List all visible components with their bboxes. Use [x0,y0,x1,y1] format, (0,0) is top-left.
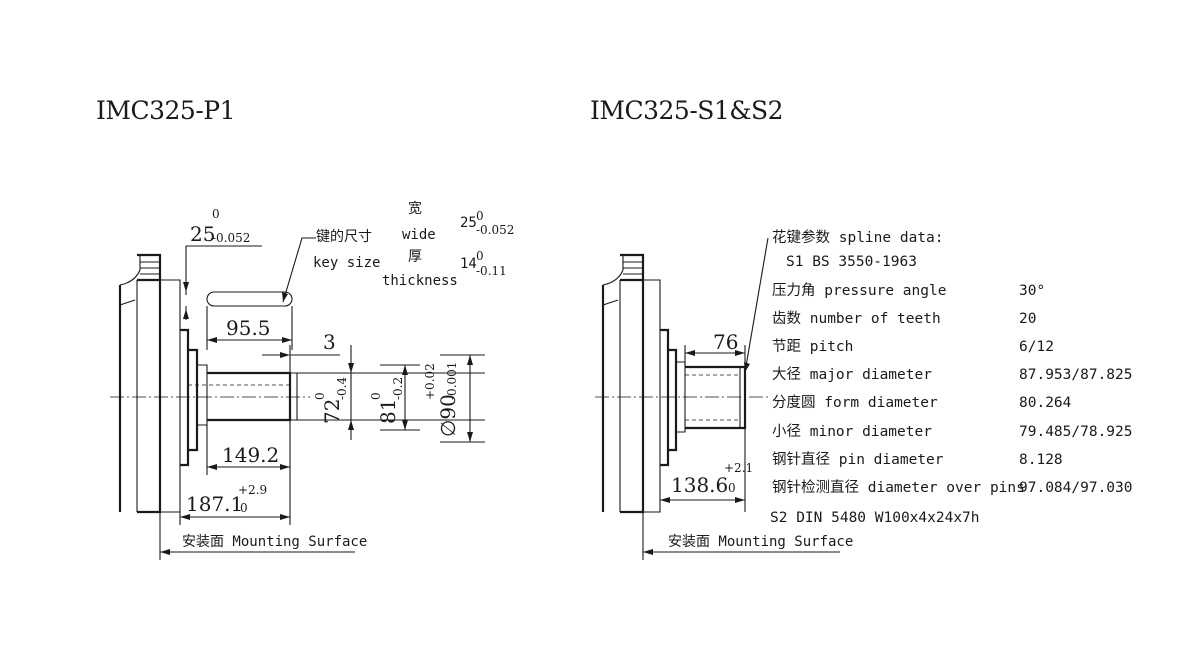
spec-label: 小径 minor diameter [772,424,932,440]
dim-138-6: 138.6 [671,473,729,497]
left-shaft-drawing [110,237,485,560]
s1-standard: S1 BS 3550-1963 [786,254,917,270]
spec-label: 压力角 pressure angle [772,283,947,299]
dim-138-lower-tol: 0 [728,481,736,495]
spec-label: 大径 major diameter [772,367,932,383]
dim-95-5: 95.5 [226,316,271,340]
dim-72: 72 [320,398,344,424]
dim-90-upper-tol: +0.02 [423,363,437,400]
dim-187-1: 187.1 [186,492,244,516]
spec-value: 8.128 [1019,452,1063,468]
dim-72-lower-tol: -0.4 [335,376,349,400]
key-width-lower-tol: -0.052 [212,231,251,245]
dim-81-upper-tol: 0 [369,392,383,400]
spec-value: 30° [1019,283,1046,299]
dim-3: 3 [323,330,336,354]
right-mounting-surface-label: 安装面 Mounting Surface [668,534,854,550]
s2-standard: S2 DIN 5480 W100x4x24x7h [770,510,980,526]
spec-value: 87.953/87.825 [1019,367,1133,383]
spec-label: 节距 pitch [772,339,854,355]
spec-value: 20 [1019,311,1037,327]
spec-label: 钢针检测直径 diameter over pins [772,480,1025,496]
dim-149-2: 149.2 [222,443,280,467]
wide-value: 25 [460,215,477,231]
wide-en-label: wide [402,227,436,243]
spec-value: 97.084/97.030 [1019,480,1133,496]
dim-81-lower-tol: -0.2 [391,376,405,400]
right-shaft-drawing [595,237,840,560]
key-width-dim: 25 [190,222,216,246]
spec-label: 钢针直径 pin diameter [772,452,944,468]
spec-label: 分度圆 form diameter [772,395,938,411]
spec-value: 79.485/78.925 [1019,424,1133,440]
spec-value: 80.264 [1019,395,1072,411]
dim-90-lower-tol: -0.001 [445,361,459,400]
left-model-title: IMC325-P1 [96,96,236,125]
wide-lower-tol: -0.052 [476,223,515,237]
left-mounting-surface-label: 安装面 Mounting Surface [182,534,368,550]
dim-72-upper-tol: 0 [313,392,327,400]
spec-value: 6/12 [1019,339,1054,355]
thickness-value: 14 [460,256,477,272]
wide-upper-tol: 0 [476,209,484,223]
right-model-title: IMC325-S1&S2 [590,96,784,125]
thickness-lower-tol: -0.11 [476,264,507,278]
wide-cn-label: 宽 [408,201,422,217]
key-size-en-label: key size [313,255,381,271]
key-size-cn-label: 键的尺寸 [316,229,372,245]
dim-90-diameter: ∅90 [436,394,460,437]
dim-138-upper-tol: +2.1 [724,461,754,475]
spline-data-heading: 花键参数 spline data: [772,230,944,246]
spec-label: 齿数 number of teeth [772,311,941,327]
dim-187-lower-tol: 0 [240,501,248,515]
dim-81: 81 [376,398,400,424]
thickness-upper-tol: 0 [476,249,484,263]
key-width-upper-tol: 0 [212,207,220,221]
dim-187-upper-tol: +2.9 [238,483,268,497]
thickness-cn-label: 厚 [408,249,422,265]
dim-76: 76 [713,330,739,354]
thickness-en-label: thickness [382,273,458,289]
